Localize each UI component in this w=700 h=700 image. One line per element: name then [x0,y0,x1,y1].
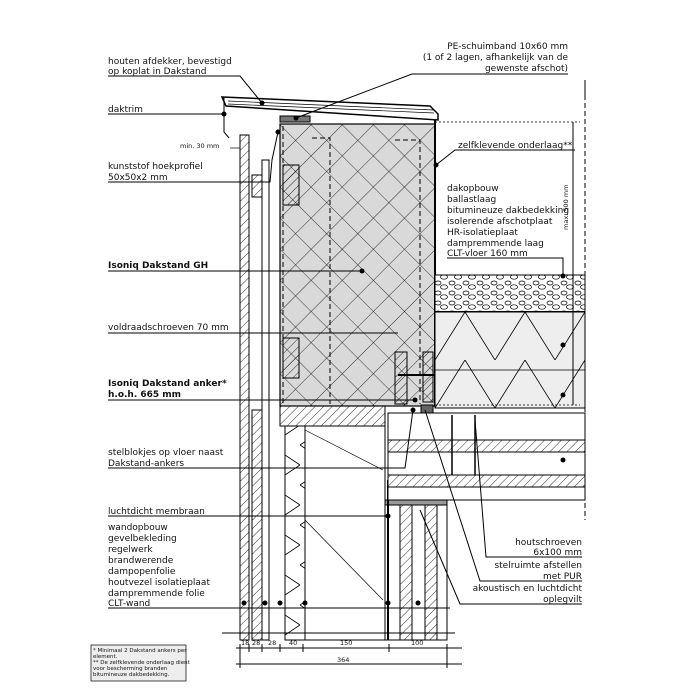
ballast-layer [434,274,586,313]
wandopbouw-layer: dampopenfolie [108,567,176,577]
label-houtschroeven: houtschroeven [515,538,582,548]
wandopbouw-layer: brandwerende [108,556,174,566]
footnote-line: bitumineuze dakbedekking. [93,672,170,678]
footnote-line: ** De zelfklevende onderlaag dient [93,660,191,666]
wandopbouw-layer: houtvezel isolatieplaat [108,578,210,588]
dakopbouw-layer: HR-isolatieplaat [447,228,518,238]
dakopbouw-title: dakopbouw [447,184,499,194]
label-afdekker-2: op koplat in Dakstand [108,67,206,77]
clt-floor [387,412,586,501]
label-afdekker: houten afdekker, bevestigd [108,57,232,67]
label-pe-band: PE-schuimband 10x60 mm [447,42,568,52]
label-stelblokjes-2: Dakstand-ankers [108,459,184,469]
wandopbouw-layer: regelwerk [108,545,153,555]
label-hoekprofiel: kunststof hoekprofiel [108,162,203,172]
leader-lines [108,73,582,609]
roof-insulation [434,311,586,409]
label-anker-2: h.o.h. 665 mm [108,390,181,400]
wandopbouw-layer: CLT-wand [108,599,150,609]
wandopbouw-layer: dampremmende folie [108,589,205,599]
label-voldraad: voldraadschroeven 70 mm [108,323,229,333]
footnote-line: voor bescherming branden [93,666,168,672]
label-membraan: luchtdicht membraan [108,507,205,517]
facade-cladding [239,134,250,641]
label-pe-band-2: (1 of 2 lagen, afhankelijk van de [423,53,569,63]
label-anker: Isoniq Dakstand anker* [108,379,227,389]
dakopbouw-layer: CLT-vloer 160 mm [447,249,528,259]
label-oplegvilt: akoustisch en luchtdicht [473,584,583,594]
label-houtschroeven-2: 6x100 mm [533,548,582,558]
dim-28a: 28 [252,639,260,647]
dim-100: 100 [411,639,423,647]
footnote-line: element. [93,654,118,660]
dim-150: 150 [340,639,352,647]
label-stelblokjes: stelblokjes op vloer naast [108,448,224,458]
label-daktrim: daktrim [108,105,143,115]
clt-wall [384,499,448,641]
label-dakstand-gh: Isoniq Dakstand GH [108,261,208,271]
dakopbouw-layer: ballastlaag [447,195,496,205]
dakstand-anchor [394,351,408,405]
dakopbouw-layer: bitumineuze dakbedekking [447,206,569,216]
dakopbouw-layer: dampremmende laag [447,239,544,249]
dim-18: 18 [241,639,249,647]
footnote-line: * Minimaal 2 Dakstand ankers per [93,648,187,654]
label-stelruimte-2: met PUR [543,572,582,582]
label-pe-band-3: gewenste afschot) [485,64,568,74]
max-500-label: max. 500 mm [562,185,570,230]
label-dakopbouw: dakopbouw ballastlaag bitumineuze dakbed… [447,184,569,259]
dakstand-block [279,123,436,407]
dim-40: 40 [289,639,297,647]
wandopbouw-layer: gevelbekleding [108,534,177,544]
label-stelruimte: stelruimte afstellen [494,561,582,571]
dimension-lines [236,644,462,668]
label-onderlaag: zelfklevende onderlaag** [458,141,573,151]
wandopbouw-title: wandopbouw [108,523,168,533]
dakopbouw-layer: isolerende afschotplaat [447,217,553,227]
fastener-markers [221,100,566,606]
dim-364: 364 [337,656,349,664]
footnote-box: * Minimaal 2 Dakstand ankers per element… [90,644,191,682]
min-30-label: min. 30 mm [180,142,219,150]
label-wandopbouw: wandopbouw gevelbekleding regelwerk bran… [108,523,210,609]
dim-28b: 28 [268,639,276,647]
label-oplegvilt-2: oplegvilt [543,595,582,605]
label-hoekprofiel-2: 50x50x2 mm [108,173,168,183]
